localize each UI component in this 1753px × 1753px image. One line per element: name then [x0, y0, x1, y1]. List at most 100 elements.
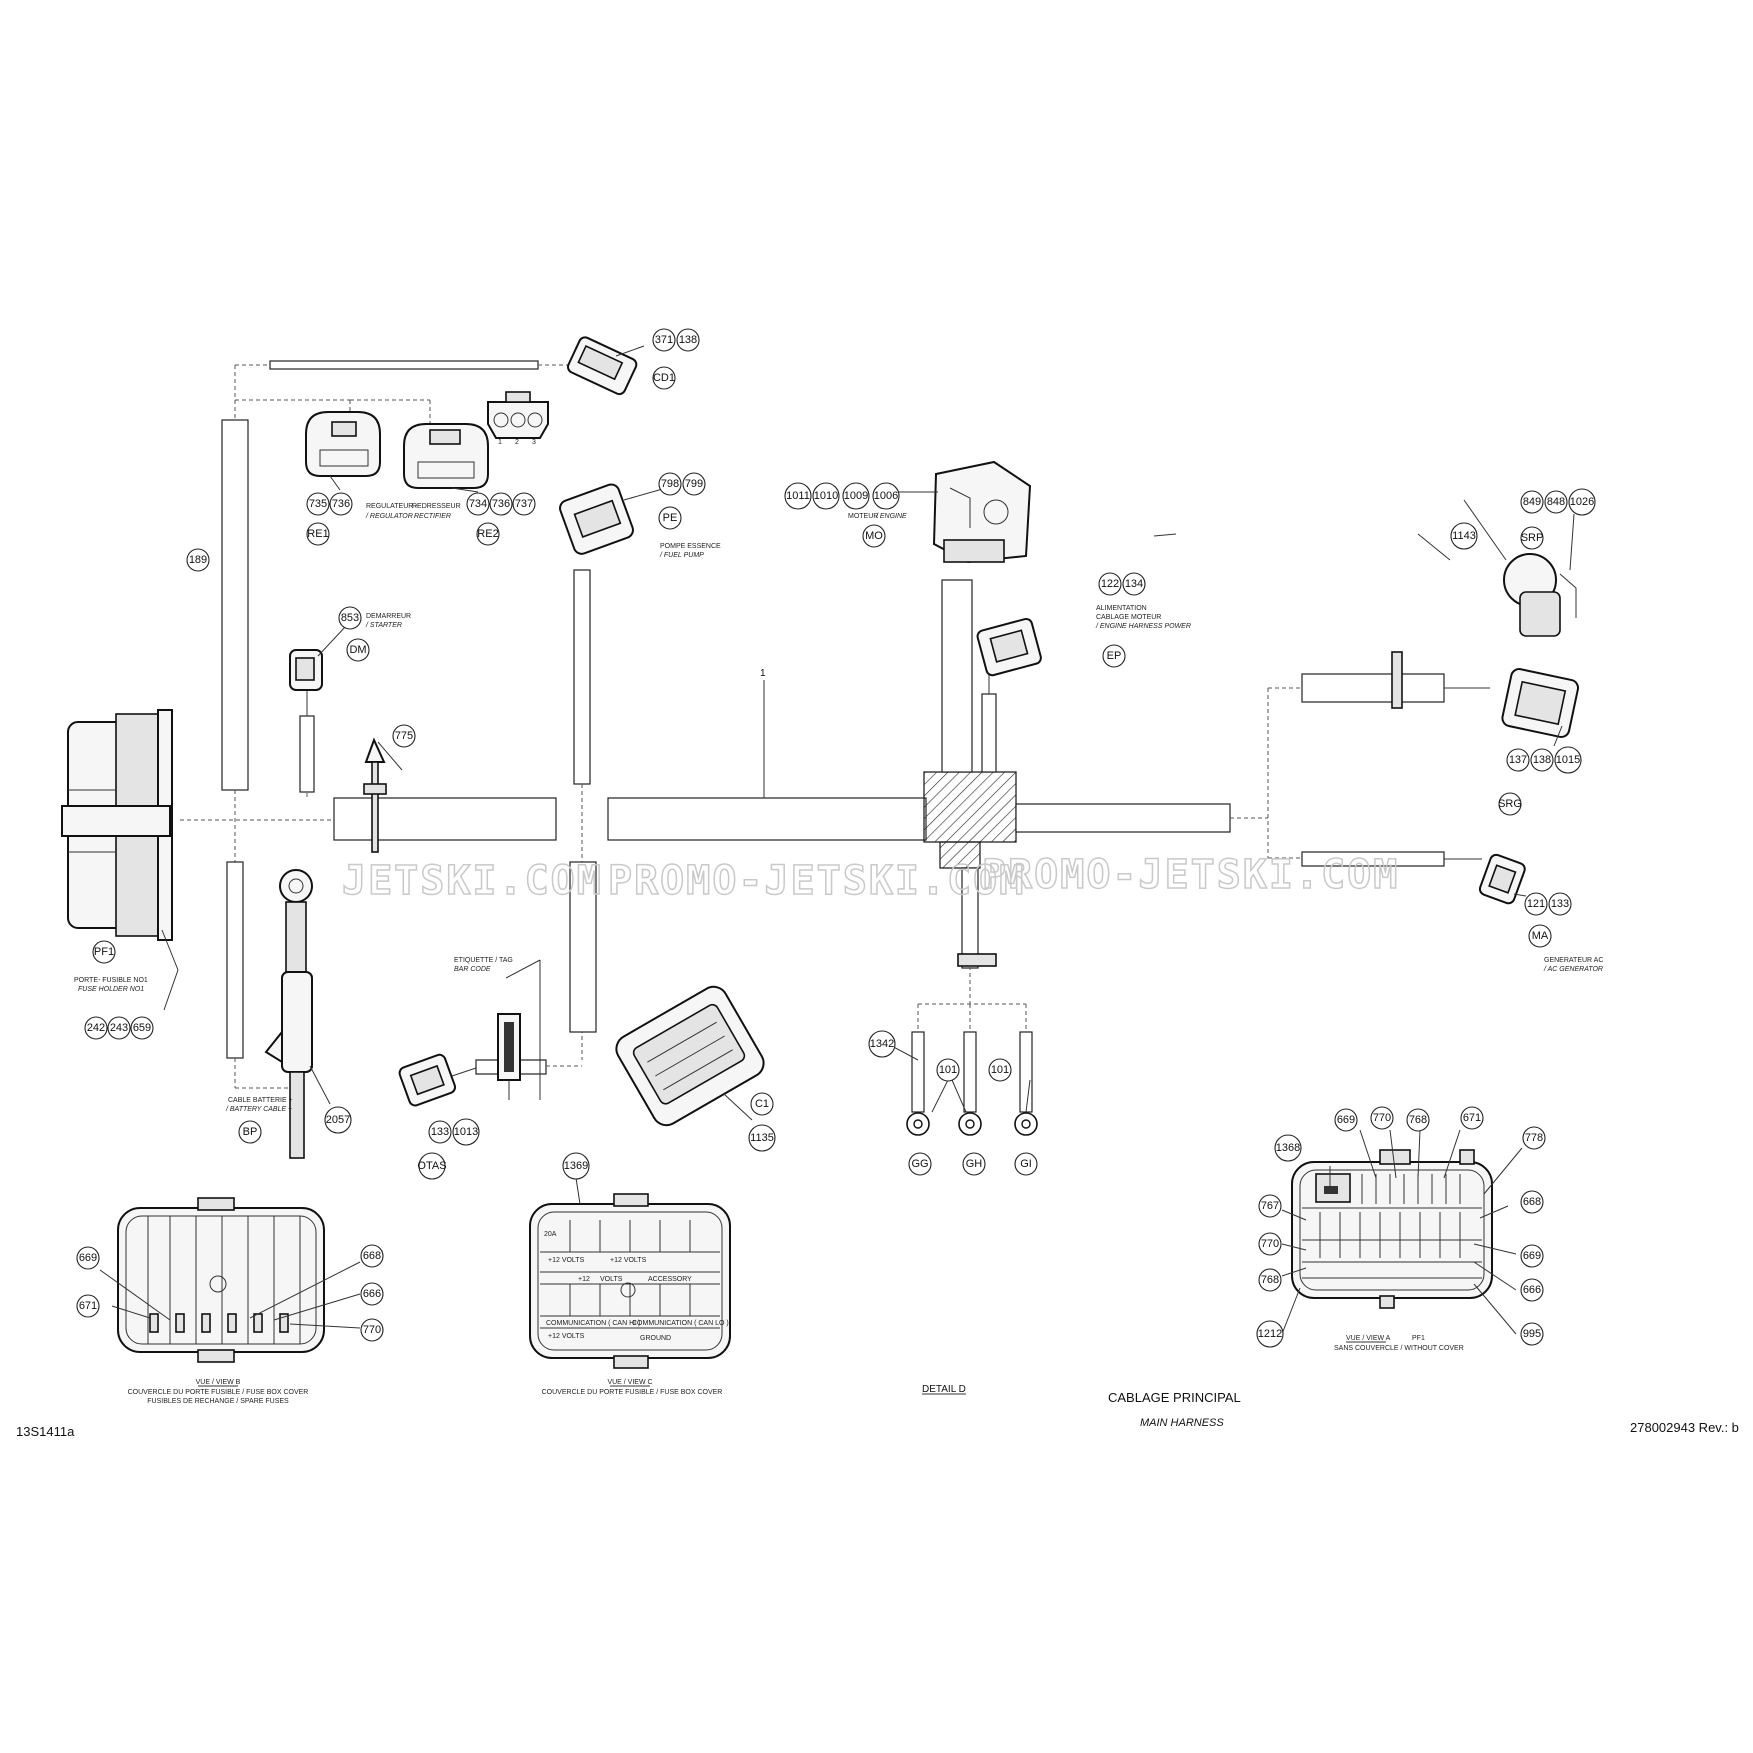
svg-text:770: 770: [1373, 1112, 1391, 1124]
connector-label-ma: MA: [1528, 924, 1552, 948]
view-a-subtitle: SANS COUVERCLE / WITHOUT COVER: [1334, 1345, 1464, 1352]
view-a-drawing: [1291, 1149, 1493, 1309]
callout-view-a-767: 767: [1258, 1194, 1282, 1218]
label-ac-generator-fr: GENERATEUR AC: [1544, 957, 1603, 964]
fuel-pump-branch: [569, 569, 597, 1060]
svg-text:669: 669: [1523, 1250, 1541, 1262]
connector-label-re2: RE2: [476, 522, 500, 546]
text-labels: 1 1 2 3 REGULATEUR - / REGULATOR - REDRE…: [16, 439, 1739, 1439]
watermark: JETSKI.COM PROMO-JETSKI.COM PROMO-JETSKI…: [341, 851, 1399, 905]
fuse-holder-pf1: [61, 709, 173, 941]
svg-text:133: 133: [1551, 898, 1569, 910]
pin-3: 3: [532, 439, 536, 446]
battery-cable: [264, 869, 313, 1159]
callout-1342: 1342: [868, 1030, 896, 1058]
label-ac-generator-en: / AC GENERATOR: [1543, 966, 1603, 973]
svg-text:371: 371: [655, 334, 673, 346]
callout-view-a-1368: 1368: [1274, 1134, 1302, 1162]
svg-text:735: 735: [309, 498, 327, 510]
callout-srp-c: 1026: [1568, 488, 1596, 516]
svg-text:1006: 1006: [874, 490, 898, 502]
callout-re2-a: 734: [466, 492, 490, 516]
watermark-text-1: JETSKI.COM: [342, 858, 603, 904]
callout-cd1-a: 371: [652, 328, 676, 352]
svg-text:666: 666: [1523, 1284, 1541, 1296]
right-branches: [1301, 651, 1490, 867]
detail-d-label: DETAIL D: [922, 1384, 966, 1395]
view-c-cell-20a: 20A: [544, 1231, 557, 1238]
view-c-cell-12v-b: +12 VOLTS: [610, 1257, 647, 1264]
callout-pf1-c: 659: [130, 1016, 154, 1040]
svg-text:799: 799: [685, 478, 703, 490]
callout-otas-b: 1013: [452, 1118, 480, 1146]
connector-label-dm: DM: [346, 638, 370, 662]
svg-text:1010: 1010: [814, 490, 838, 502]
callout-ma-a: 121: [1524, 892, 1548, 916]
connector-label-gh: GH: [962, 1152, 986, 1176]
svg-text:OTAS: OTAS: [417, 1160, 446, 1172]
callout-view-a-668: 668: [1520, 1190, 1544, 1214]
svg-text:SRP: SRP: [1521, 532, 1544, 544]
svg-text:775: 775: [395, 730, 413, 742]
connector-srg: [1501, 668, 1580, 738]
label-regulator-en: / REGULATOR -: [365, 513, 418, 520]
callout-1143: 1143: [1450, 522, 1478, 550]
callout-view-b-668: 668: [360, 1244, 384, 1268]
callout-1369: 1369: [562, 1152, 590, 1180]
callout-view-a-669-right: 669: [1520, 1244, 1544, 1268]
callout-otas-a: 133: [428, 1120, 452, 1144]
view-b-drawing: [117, 1197, 325, 1363]
svg-text:736: 736: [492, 498, 510, 510]
svg-text:671: 671: [1463, 1112, 1481, 1124]
watermark-text-2: PROMO-JETSKI.COM: [608, 858, 1025, 904]
label-battery-fr: CABLE BATTERIE +: [228, 1097, 293, 1104]
label-engine-power-fr1: ALIMENTATION: [1096, 605, 1147, 612]
svg-text:EP: EP: [1107, 650, 1122, 662]
svg-text:767: 767: [1261, 1200, 1279, 1212]
label-starter-fr: DEMARREUR: [366, 613, 411, 620]
watermark-text-3: PROMO-JETSKI.COM: [982, 852, 1399, 898]
connector-pinout-reference: [487, 391, 549, 439]
callout-view-a-995: 995: [1520, 1322, 1544, 1346]
svg-text:RE1: RE1: [307, 528, 328, 540]
svg-text:189: 189: [189, 554, 207, 566]
view-c-cell-12: +12: [578, 1276, 590, 1283]
svg-text:PE: PE: [663, 512, 678, 524]
callout-srg-a: 137: [1506, 748, 1530, 772]
connector-label-pf1: PF1: [92, 940, 116, 964]
callout-ma-b: 133: [1548, 892, 1572, 916]
callout-re1-a: 735: [306, 492, 330, 516]
svg-text:1212: 1212: [1258, 1328, 1282, 1340]
main-harness-callout: 1: [760, 668, 766, 679]
svg-text:DM: DM: [349, 644, 366, 656]
svg-text:1013: 1013: [454, 1126, 478, 1138]
svg-text:1015: 1015: [1556, 754, 1580, 766]
callout-ep-a: 122: [1098, 572, 1122, 596]
connector-otas: [398, 1053, 457, 1107]
label-engine-en: / ENGINE: [875, 513, 907, 520]
callout-pe-b: 799: [682, 472, 706, 496]
svg-text:BP: BP: [243, 1126, 258, 1138]
label-tag-en: BAR CODE: [454, 966, 491, 973]
callout-srp-b: 848: [1544, 490, 1568, 514]
connector-re1: [305, 411, 381, 477]
connector-cd1: [567, 336, 638, 396]
connector-label-ep: EP: [1102, 644, 1126, 668]
tag-branch: [439, 1013, 582, 1100]
callout-view-a-768-left: 768: [1258, 1268, 1282, 1292]
callout-189: 189: [186, 548, 210, 572]
callout-mo-a: 1011: [784, 482, 812, 510]
connector-label-bp: BP: [238, 1120, 262, 1144]
connector-label-mo: MO: [862, 524, 886, 548]
connector-label-gi: GI: [1014, 1152, 1038, 1176]
callout-c1: 1135: [748, 1124, 776, 1152]
svg-text:734: 734: [469, 498, 487, 510]
callout-dm: 853: [338, 606, 362, 630]
callout-bubbles: 371 138 CD1 735 736 RE1 734 736 737 RE2 …: [76, 328, 1596, 1348]
callout-view-b-671: 671: [76, 1294, 100, 1318]
svg-text:668: 668: [363, 1250, 381, 1262]
view-c-cell-12v-a: +12 VOLTS: [548, 1257, 585, 1264]
view-c-cell-can-lo: COMMUNICATION ( CAN LO ): [632, 1320, 729, 1327]
svg-text:GI: GI: [1020, 1158, 1032, 1170]
svg-text:848: 848: [1547, 496, 1565, 508]
